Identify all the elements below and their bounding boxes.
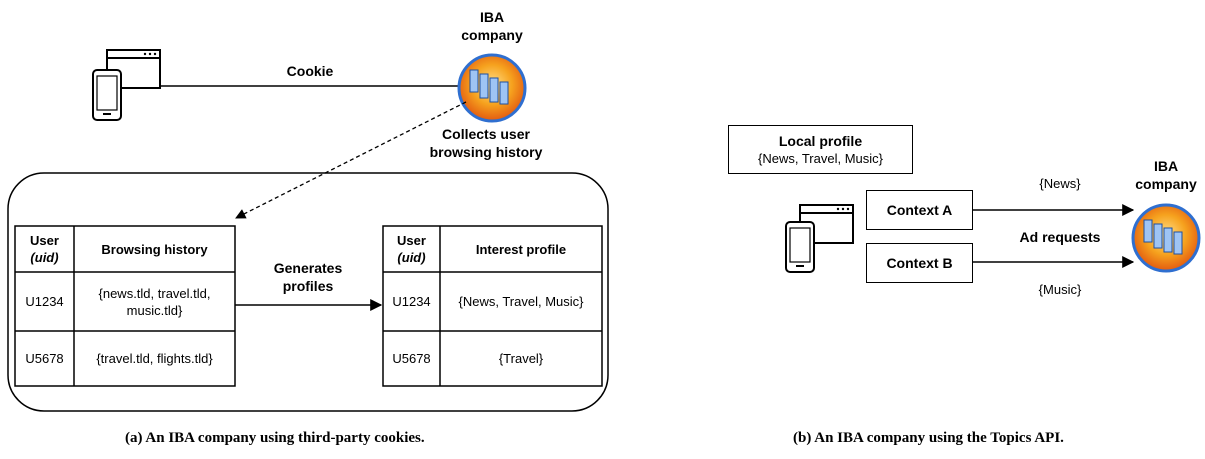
news-label: {News} (1039, 176, 1081, 191)
smartphone-icon (785, 221, 815, 273)
interest-row1-profile: {News, Travel, Music} (458, 294, 584, 309)
history-line1: {news.tld, travel.tld, (98, 285, 211, 301)
generates-line2: profiles (282, 278, 334, 294)
browsing-row2-uid: U5678 (25, 351, 64, 366)
browsing-row1-uid: U1234 (25, 294, 64, 309)
collects-line1: Collects user (442, 126, 530, 142)
history-line2: music.tld} (126, 302, 183, 318)
browsing-header-history: Browsing history (101, 241, 208, 257)
iba-title-line2: company (461, 27, 523, 43)
iba-title-line1: IBA (479, 9, 505, 25)
caption-b: (b) An IBA company using the Topics API. (793, 430, 1064, 446)
ad-requests-label: Ad requests (1019, 229, 1101, 245)
local-profile-title: Local profile (778, 132, 863, 149)
iba-company-title-b: IBA company (1126, 157, 1205, 193)
header-user-line1: User (397, 233, 426, 248)
interest-row1-uid: U1234 (392, 294, 431, 309)
smartphone-icon (92, 69, 122, 121)
header-user-line2: (uid) (397, 250, 426, 265)
interest-row2-profile: {Travel} (498, 351, 544, 366)
music-label: {Music} (1038, 282, 1082, 297)
iba-title-line1: IBA (1153, 158, 1179, 174)
interest-table-grid (382, 225, 603, 387)
local-profile-box: Local profile {News, Travel, Music} (728, 125, 913, 174)
browsing-table-grid (14, 225, 236, 387)
server-icon (457, 53, 527, 123)
interest-row2-uid: U5678 (392, 351, 431, 366)
collects-dashed-arrow (235, 101, 467, 219)
context-a-box: Context A (866, 190, 973, 230)
local-profile-value: {News, Travel, Music} (758, 150, 883, 166)
browsing-row1-history: {news.tld, travel.tld, music.tld} (74, 272, 235, 331)
cookie-label: Cookie (286, 63, 334, 79)
context-b-box: Context B (866, 243, 973, 283)
generates-line1: Generates (273, 260, 343, 276)
browsing-header-user: User (uid) (15, 226, 74, 272)
collects-line2: browsing history (429, 144, 543, 160)
profile-container (7, 172, 609, 412)
browsing-row2-history: {travel.tld, flights.tld} (96, 351, 213, 366)
collects-label: Collects user browsing history (416, 125, 556, 161)
server-icon (1131, 203, 1201, 273)
header-user-line1: User (30, 233, 59, 248)
caption-a: (a) An IBA company using third-party coo… (125, 430, 425, 446)
interest-header-user: User (uid) (383, 226, 440, 272)
iba-company-title-a: IBA company (452, 8, 532, 44)
iba-title-line2: company (1135, 176, 1197, 192)
generates-label: Generates profiles (258, 259, 358, 295)
header-user-line2: (uid) (30, 250, 59, 265)
interest-header-profile: Interest profile (475, 241, 567, 257)
